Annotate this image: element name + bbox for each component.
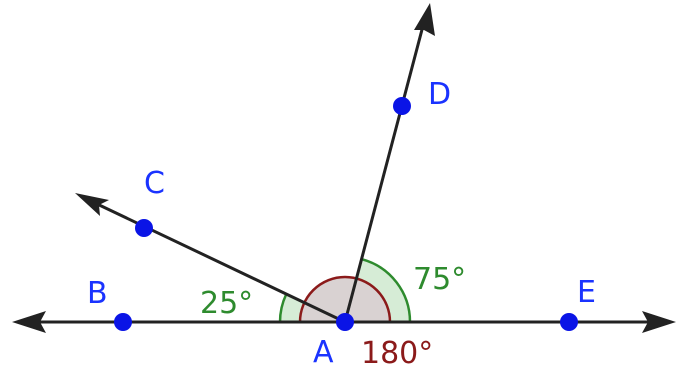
label-a: A <box>313 335 334 370</box>
label-c: C <box>144 166 165 201</box>
point-e <box>560 313 578 331</box>
angle-dae-arc <box>361 257 412 323</box>
point-a <box>336 313 354 331</box>
point-d <box>393 97 411 115</box>
arrowhead-d-icon <box>414 3 435 36</box>
label-b: B <box>87 276 108 311</box>
arrowhead-c-icon <box>75 193 109 216</box>
angle-label-bac: 25° <box>200 286 253 321</box>
arrowhead-left-icon <box>12 311 46 333</box>
label-d: D <box>428 77 451 112</box>
label-e: E <box>577 275 596 310</box>
arrowhead-right-icon <box>642 311 676 333</box>
ray-ad <box>343 21 426 323</box>
point-b <box>114 313 132 331</box>
angle-label-dae: 75° <box>413 262 466 297</box>
angle-label-bae: 180° <box>361 336 433 370</box>
point-c <box>135 219 153 237</box>
